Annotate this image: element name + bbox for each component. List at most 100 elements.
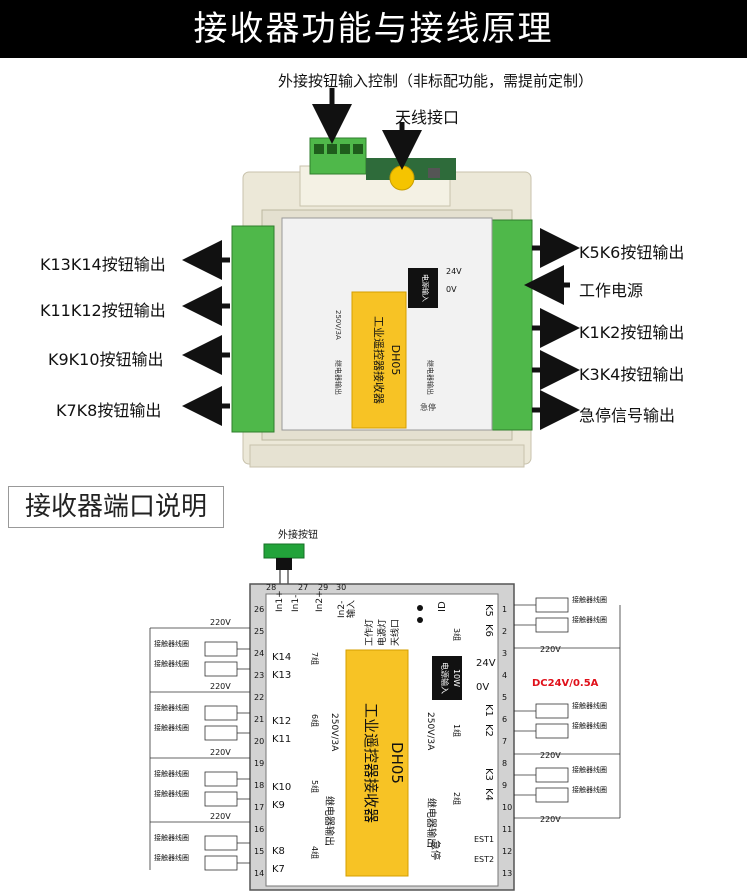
svg-text:In2-: In2- (337, 601, 347, 618)
svg-text:220V: 220V (540, 751, 561, 760)
svg-text:10: 10 (502, 803, 512, 812)
section-title: 接收器端口说明 (8, 486, 224, 528)
left-label-k9k10: K9K10按钮输出 (48, 350, 164, 369)
svg-text:220V: 220V (210, 682, 231, 691)
svg-text:接触器线圈: 接触器线圈 (572, 701, 607, 710)
svg-text:In2+: In2+ (315, 590, 325, 612)
svg-text:急停: 急停 (420, 402, 436, 412)
svg-text:220V: 220V (210, 748, 231, 757)
svg-text:K13: K13 (272, 670, 291, 681)
svg-text:20: 20 (254, 737, 264, 746)
svg-text:29: 29 (318, 583, 328, 592)
module-model: DH05 (388, 742, 406, 784)
banner-title: 接收器功能与接线原理 (0, 0, 747, 58)
svg-text:0V: 0V (476, 682, 489, 693)
svg-text:4组: 4组 (310, 846, 320, 859)
svg-text:18: 18 (254, 781, 264, 790)
module-title: 工业遥控器接收器 (362, 703, 380, 823)
svg-text:25: 25 (254, 627, 264, 636)
svg-text:4: 4 (502, 671, 507, 680)
svg-text:250V/3A: 250V/3A (425, 712, 435, 751)
dc-note: DC24V/0.5A (532, 678, 599, 689)
svg-text:K11: K11 (272, 734, 291, 745)
svg-text:17: 17 (254, 803, 264, 812)
top-terminal-block (309, 137, 367, 175)
svg-text:30: 30 (336, 583, 346, 592)
svg-text:继电器输出: 继电器输出 (425, 798, 438, 848)
svg-text:EST2: EST2 (474, 855, 494, 864)
port-schematic: 外接按钮 In1+ In1- In2+ In2- 输入 工作灯 电源灯 天线口 … (149, 528, 621, 891)
svg-text:In1-: In1- (291, 595, 301, 612)
svg-text:250V/3A: 250V/3A (334, 310, 342, 340)
svg-text:ID: ID (437, 601, 448, 612)
svg-text:接触器线圈: 接触器线圈 (572, 785, 607, 794)
svg-text:电源输入: 电源输入 (421, 274, 430, 302)
antenna-connector-icon (389, 165, 415, 191)
svg-text:5组: 5组 (310, 780, 320, 793)
svg-text:19: 19 (254, 759, 264, 768)
svg-text:8: 8 (502, 759, 507, 768)
svg-text:接触器线圈: 接触器线圈 (154, 833, 189, 842)
svg-text:K3: K3 (483, 768, 494, 781)
svg-text:接触器线圈: 接触器线圈 (572, 765, 607, 774)
receiver-photo: 工业遥控器接收器 DH05 电源输入 24V 0V 250V/3A 继电器输出 … (182, 88, 580, 468)
svg-text:27: 27 (298, 583, 308, 592)
svg-text:In1+: In1+ (275, 590, 285, 612)
svg-text:接触器线圈: 接触器线圈 (154, 703, 189, 712)
svg-text:10W: 10W (452, 669, 461, 687)
svg-text:24: 24 (254, 649, 264, 658)
right-label-power: 工作电源 (579, 281, 644, 300)
right-label-k5k6: K5K6按钮输出 (579, 243, 685, 262)
svg-text:继电器输出: 继电器输出 (323, 796, 336, 846)
svg-text:7: 7 (502, 737, 507, 746)
svg-text:工业遥控器接收器: 工业遥控器接收器 (372, 316, 386, 404)
svg-text:250V/3A: 250V/3A (329, 713, 339, 752)
svg-text:K7: K7 (272, 864, 285, 875)
svg-text:1: 1 (502, 605, 507, 614)
svg-text:EST1: EST1 (474, 835, 494, 844)
svg-text:DH05: DH05 (389, 345, 402, 376)
svg-text:220V: 220V (210, 618, 231, 627)
svg-text:14: 14 (254, 869, 264, 878)
right-label-estop: 急停信号输出 (579, 406, 676, 425)
svg-text:接触器线圈: 接触器线圈 (154, 853, 189, 862)
svg-text:K12: K12 (272, 716, 291, 727)
left-label-k7k8: K7K8按钮输出 (56, 401, 162, 420)
svg-text:3组: 3组 (452, 628, 462, 641)
svg-text:220V: 220V (210, 812, 231, 821)
svg-text:K8: K8 (272, 846, 285, 857)
svg-text:外接按钮: 外接按钮 (278, 528, 318, 541)
svg-text:220V: 220V (540, 815, 561, 824)
svg-text:接触器线圈: 接触器线圈 (154, 659, 189, 668)
svg-text:21: 21 (254, 715, 264, 724)
svg-text:24V: 24V (476, 658, 496, 669)
svg-text:6: 6 (502, 715, 507, 724)
svg-text:接触器线圈: 接触器线圈 (572, 721, 607, 730)
svg-text:天线口: 天线口 (389, 619, 401, 646)
svg-text:22: 22 (254, 693, 264, 702)
module-yellow-label (345, 649, 409, 877)
svg-text:24V: 24V (446, 267, 462, 276)
svg-text:接触器线圈: 接触器线圈 (572, 615, 607, 624)
svg-text:6组: 6组 (310, 714, 320, 727)
svg-text:继电器输出: 继电器输出 (334, 360, 343, 395)
svg-text:28: 28 (266, 583, 276, 592)
svg-text:K4: K4 (483, 788, 494, 801)
antenna-label: 天线接口 (395, 108, 460, 127)
svg-text:接触器线圈: 接触器线圈 (154, 723, 189, 732)
svg-text:26: 26 (254, 605, 264, 614)
svg-text:接触器线圈: 接触器线圈 (154, 639, 189, 648)
svg-text:3: 3 (502, 649, 507, 658)
svg-text:继电器输出: 继电器输出 (426, 360, 435, 395)
top-input-label: 外接按钮输入控制（非标配功能，需提前定制） (278, 72, 594, 90)
right-label-k1k2: K1K2按钮输出 (579, 323, 685, 342)
svg-text:K1: K1 (483, 704, 494, 717)
svg-text:K2: K2 (483, 724, 494, 737)
svg-text:12: 12 (502, 847, 512, 856)
svg-text:23: 23 (254, 671, 264, 680)
right-terminal-block (487, 219, 533, 431)
svg-text:5: 5 (502, 693, 507, 702)
left-label-k11k12: K11K12按钮输出 (40, 301, 166, 320)
svg-text:K10: K10 (272, 782, 291, 793)
svg-text:急停: 急停 (429, 840, 442, 860)
